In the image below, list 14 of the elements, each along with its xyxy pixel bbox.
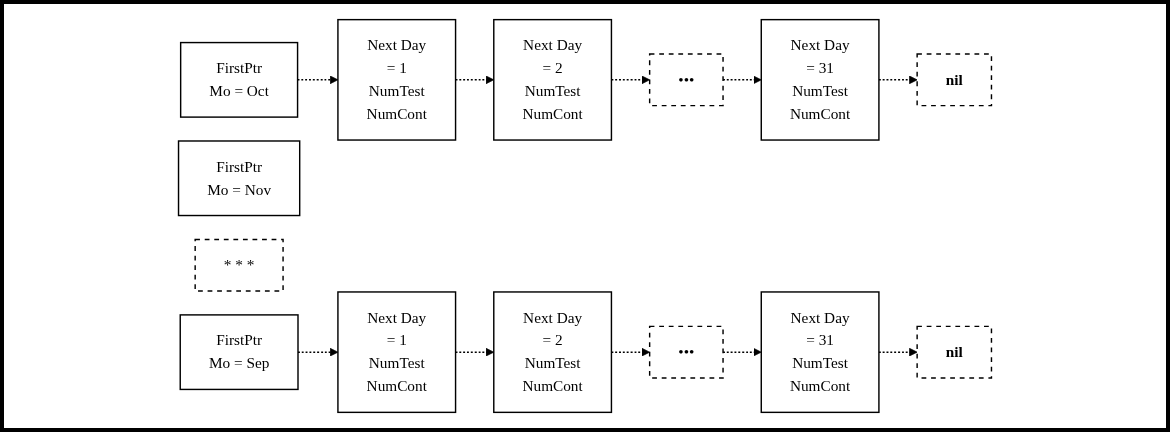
node-box: Next Day = 1 NumTest NumCont	[337, 18, 457, 141]
node-box: FirstPtr Mo = Sep	[179, 314, 299, 391]
node-box: FirstPtr Mo = Oct	[179, 41, 299, 118]
node-box: nil	[916, 325, 993, 379]
node-box: •••	[648, 325, 724, 379]
node-box: Next Day = 1 NumTest NumCont	[337, 291, 457, 414]
node-box: Next Day = 2 NumTest NumCont	[493, 18, 613, 141]
node-box: FirstPtr Mo = Nov	[177, 140, 301, 217]
node-box: Next Day = 2 NumTest NumCont	[493, 291, 613, 414]
node-box: Next Day = 31 NumTest NumCont	[760, 18, 880, 141]
node-box: Next Day = 31 NumTest NumCont	[760, 291, 880, 414]
node-box: •••	[648, 53, 724, 107]
node-box: nil	[916, 53, 993, 107]
node-box: * * *	[194, 238, 284, 292]
